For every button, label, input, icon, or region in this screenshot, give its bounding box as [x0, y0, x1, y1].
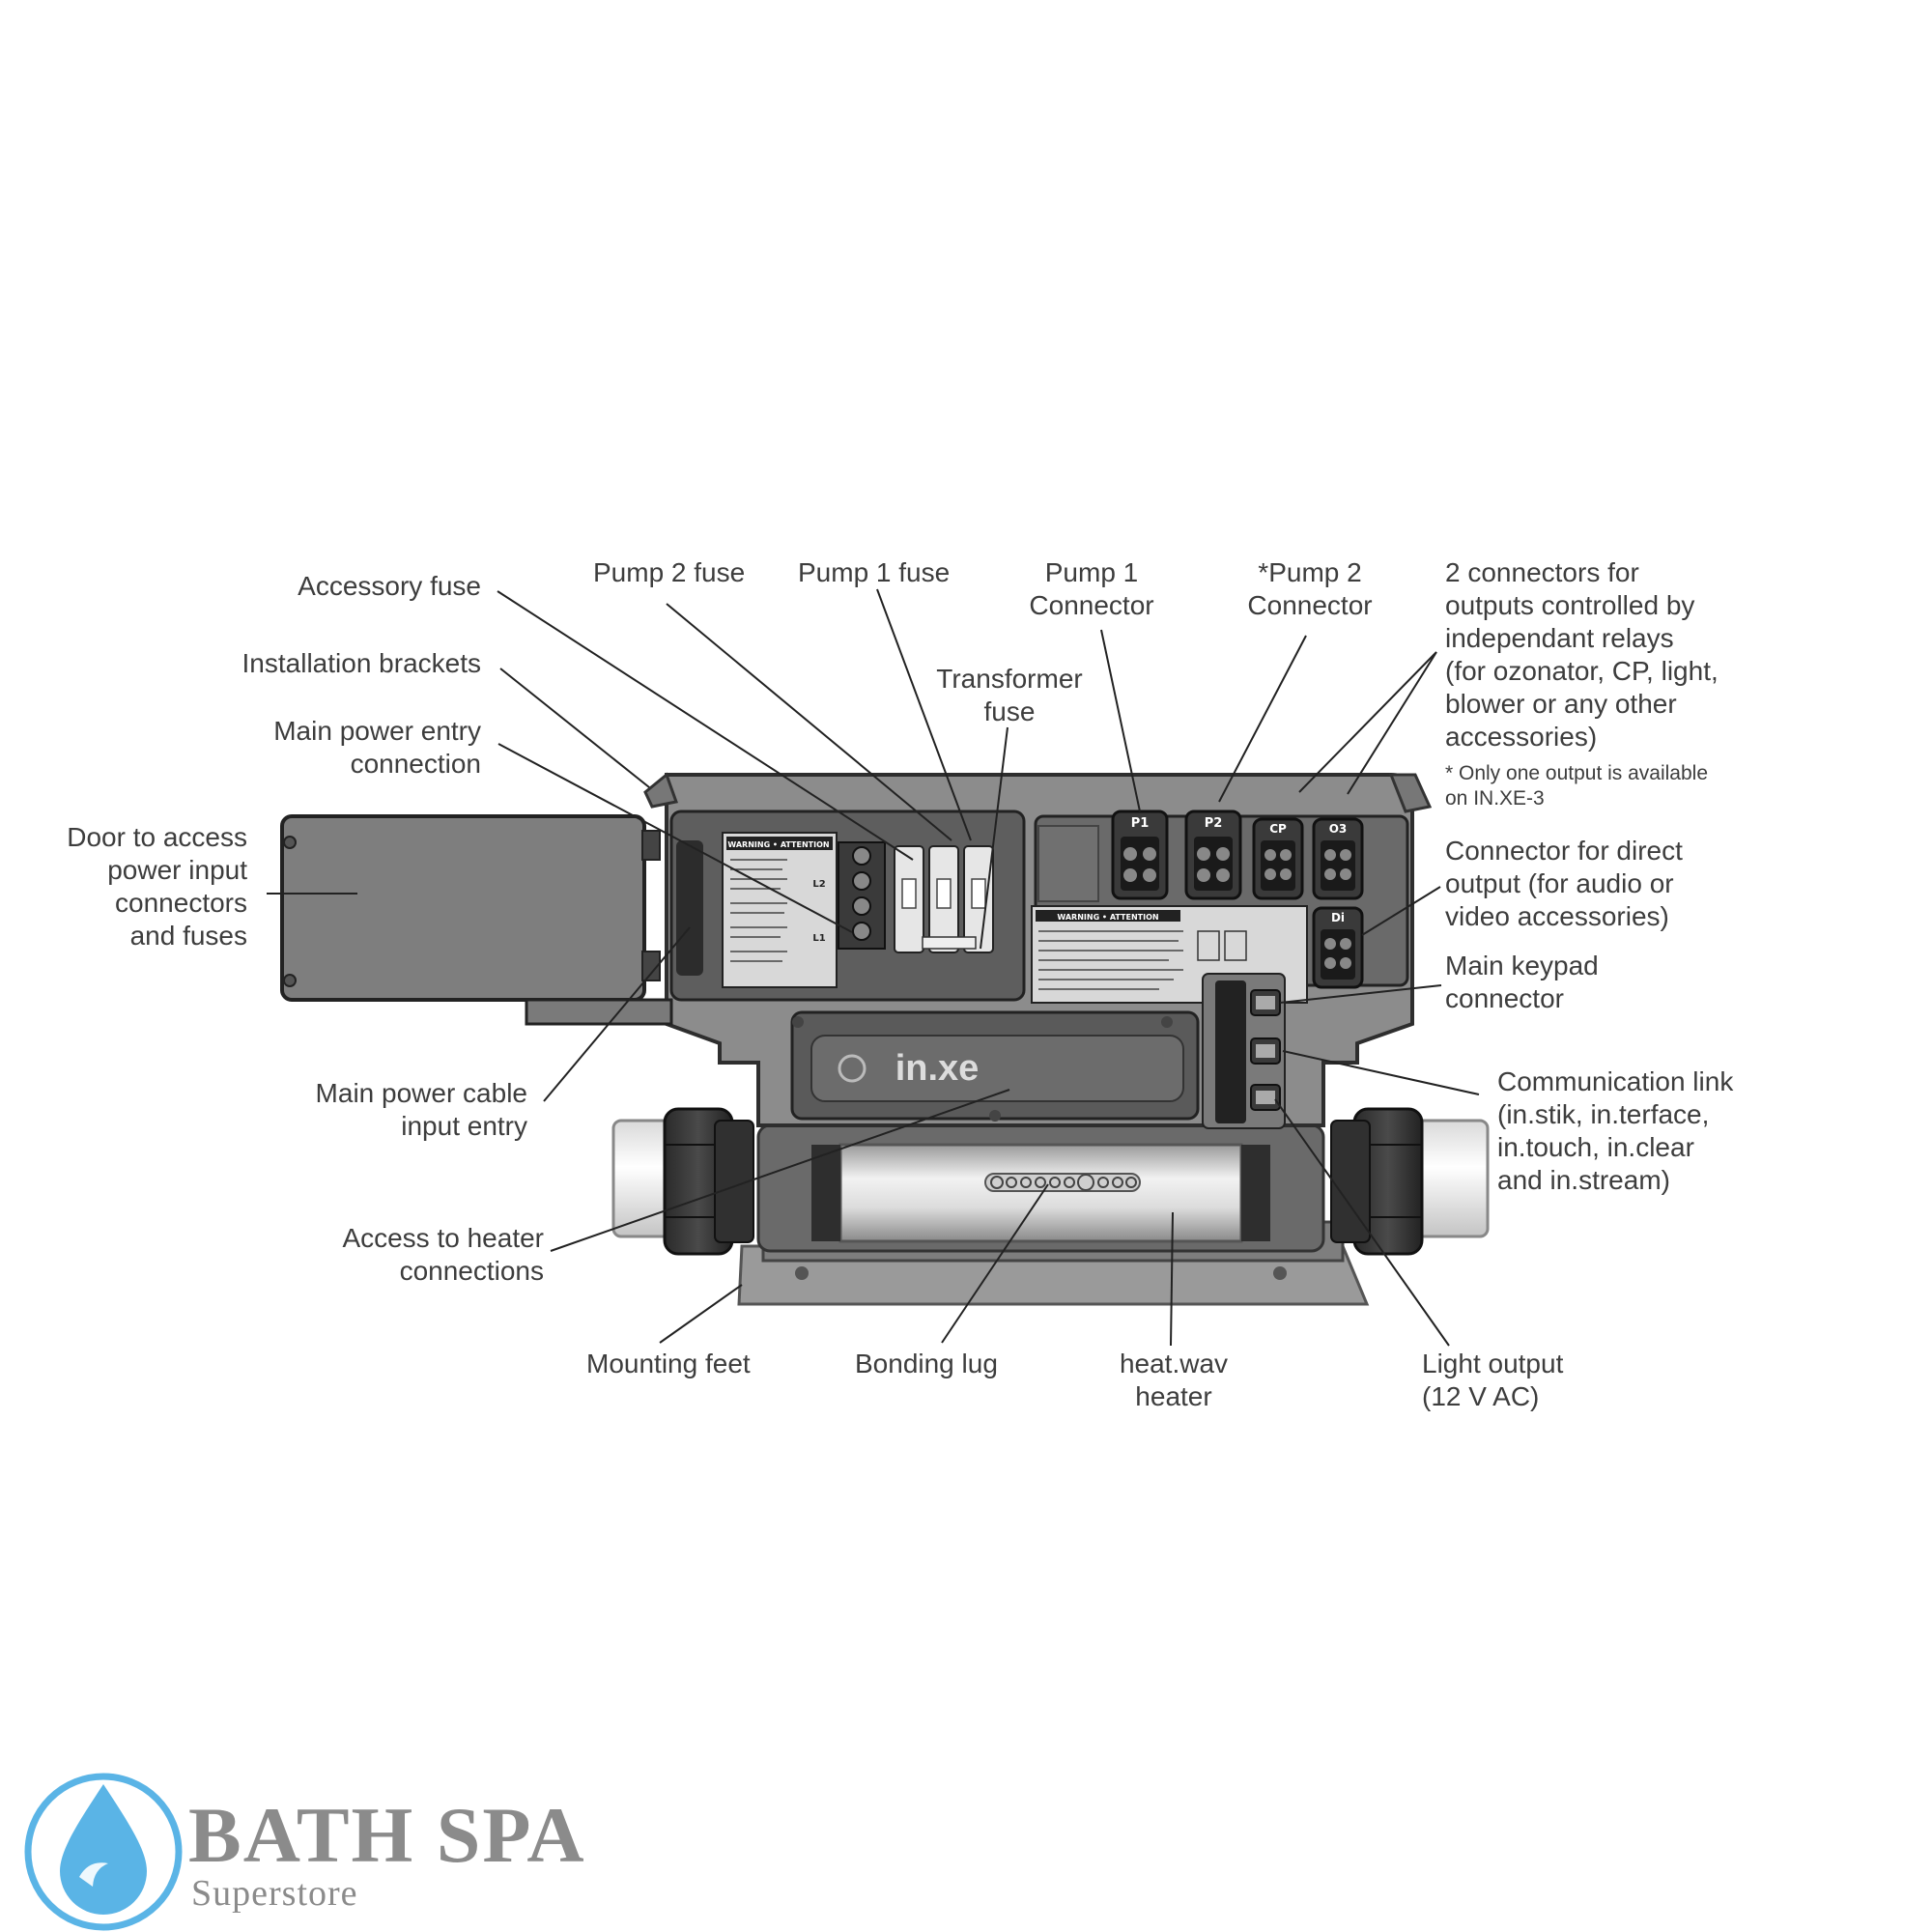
label-pump2-fuse: Pump 2 fuse: [593, 557, 746, 587]
connector-direct-output: Di: [1312, 906, 1364, 989]
svg-text:L2: L2: [812, 879, 825, 890]
label-installation-brackets: Installation brackets: [242, 648, 481, 678]
bath-spa-logo: [24, 1773, 183, 1931]
logo-ring-icon: [24, 1773, 183, 1931]
svg-text:L1: L1: [812, 933, 825, 944]
svg-text:in.xe: in.xe: [895, 1048, 980, 1089]
transformer-fuse: [922, 936, 977, 950]
label-access-heater: Access to heater connections: [342, 1223, 544, 1286]
label-mounting-feet: Mounting feet: [586, 1349, 751, 1378]
svg-text:WARNING • ATTENTION: WARNING • ATTENTION: [1057, 913, 1158, 922]
brand-name: BATH SPA: [188, 1791, 586, 1879]
installation-bracket-left: [643, 772, 678, 809]
svg-text:P1: P1: [1131, 816, 1150, 831]
label-pump2-connector: *Pump 2 Connector: [1247, 557, 1373, 620]
union-nuts: [663, 1107, 1424, 1256]
label-comm-link: Communication link (in.stik, in.terface,…: [1497, 1066, 1734, 1195]
label-main-power-entry: Main power entry connection: [273, 716, 481, 779]
label-direct-output: Connector for direct output (for audio o…: [1445, 836, 1683, 931]
label-door: Door to access power input connectors an…: [67, 822, 247, 951]
connector-pump2: P2: [1184, 810, 1242, 900]
svg-text:CP: CP: [1269, 822, 1287, 836]
svg-text:WARNING • ATTENTION: WARNING • ATTENTION: [727, 840, 829, 849]
label-transformer-fuse: Transformer fuse: [936, 664, 1083, 726]
label-bonding-lug: Bonding lug: [855, 1349, 998, 1378]
label-pump1-connector: Pump 1 Connector: [1029, 557, 1154, 620]
label-main-power-cable: Main power cable input entry: [315, 1078, 527, 1141]
connector-pump1: P1: [1111, 810, 1169, 900]
heater-tube: [811, 1143, 1270, 1243]
access-door: [280, 814, 673, 1026]
power-terminal-block: [838, 841, 886, 950]
fuse-block: [894, 845, 994, 953]
water-drop-icon: [60, 1784, 147, 1915]
connector-cp: CP: [1252, 817, 1304, 900]
main-power-cable-entry: [676, 840, 703, 976]
warning-label-left: WARNING • ATTENTION L2 L1: [722, 832, 838, 988]
label-light-output: Light output (12 V AC): [1422, 1349, 1564, 1411]
label-heater: heat.wav heater: [1119, 1349, 1229, 1411]
installation-bracket-right: [1388, 773, 1433, 813]
connector-o3: O3: [1312, 817, 1364, 900]
brand-tagline: Superstore: [191, 1873, 358, 1914]
label-pump1-fuse: Pump 1 fuse: [798, 557, 951, 587]
leader-lines: [267, 588, 1480, 1347]
blank-area: [1037, 825, 1099, 902]
label-relay-note: * Only one output is available on IN.XE-…: [1445, 762, 1709, 810]
svg-text:P2: P2: [1205, 816, 1223, 831]
svg-text:O3: O3: [1329, 822, 1348, 836]
bonding-lug: [984, 1173, 1141, 1192]
in-xe-nameplate: in.xe: [790, 1010, 1200, 1122]
keypad-comm-strip: [1202, 973, 1286, 1129]
label-keypad-connector: Main keypad connector: [1445, 951, 1599, 1013]
label-relay-connectors: 2 connectors for outputs controlled by i…: [1445, 557, 1719, 752]
label-accessory-fuse: Accessory fuse: [298, 571, 481, 601]
svg-text:Di: Di: [1331, 911, 1345, 924]
